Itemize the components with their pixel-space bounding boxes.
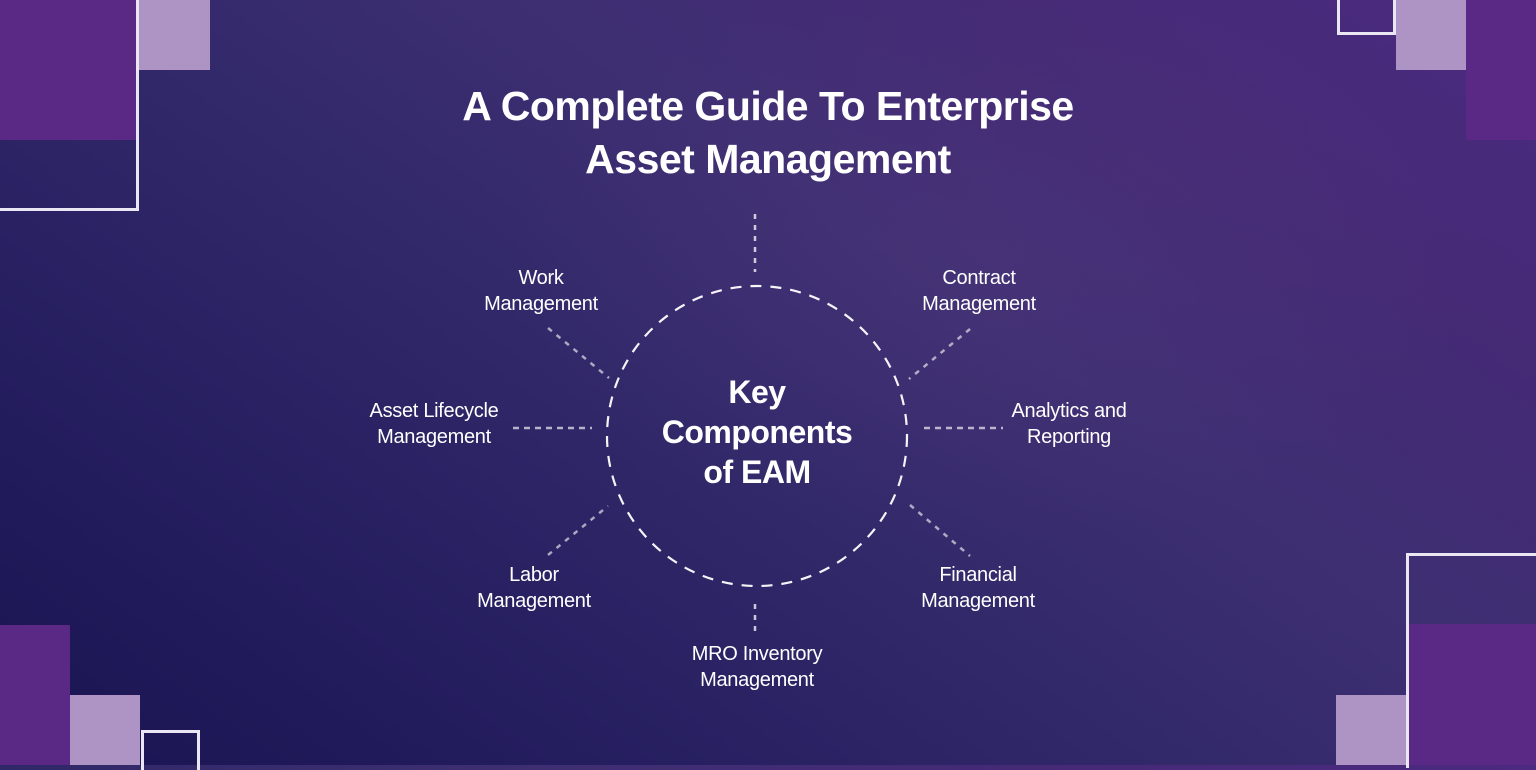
corner-outline-top-left — [0, 0, 139, 211]
corner-block-top-left-purple — [0, 0, 138, 140]
connector-work — [547, 327, 610, 379]
component-financial-management: Financial Management — [921, 564, 1035, 612]
title-line-1: A Complete Guide To Enterprise — [462, 83, 1074, 129]
corner-block-top-left-lavender — [139, 0, 210, 70]
component-mro-inventory-management: MRO Inventory Management — [691, 643, 823, 691]
component-analytics-and-reporting: Analytics and Reporting — [1011, 400, 1127, 448]
component-labor-management: Labor Management — [477, 564, 591, 612]
connector-contract — [908, 328, 971, 380]
corner-block-bottom-left-lavender — [70, 695, 140, 765]
corner-block-top-right-lavender — [1396, 0, 1466, 70]
corner-block-bottom-right-purple — [1409, 624, 1536, 765]
connector-financial — [909, 504, 971, 557]
center-line-3: of EAM — [703, 454, 811, 490]
component-contract-management: Contract Management — [922, 267, 1036, 315]
component-asset-lifecycle-management: Asset Lifecycle Management — [369, 400, 499, 448]
center-dashed-circle — [605, 284, 909, 588]
connector-labor — [547, 505, 609, 556]
corner-block-bottom-right-lavender — [1336, 695, 1407, 765]
component-work-management: Work Management — [484, 267, 598, 315]
center-line-2: Components — [661, 414, 853, 450]
center-line-1: Key — [728, 374, 786, 410]
corner-outline-bottom-left — [141, 730, 200, 770]
title-line-2: Asset Management — [585, 136, 951, 182]
center-label: Key Components of EAM — [607, 372, 907, 492]
corner-outline-bottom-right — [1406, 553, 1536, 768]
page-title: A Complete Guide To Enterprise Asset Man… — [0, 80, 1536, 186]
corner-block-bottom-left-purple — [0, 625, 70, 765]
corner-outline-top-right — [1337, 0, 1396, 35]
corner-block-top-right-purple — [1466, 0, 1536, 140]
